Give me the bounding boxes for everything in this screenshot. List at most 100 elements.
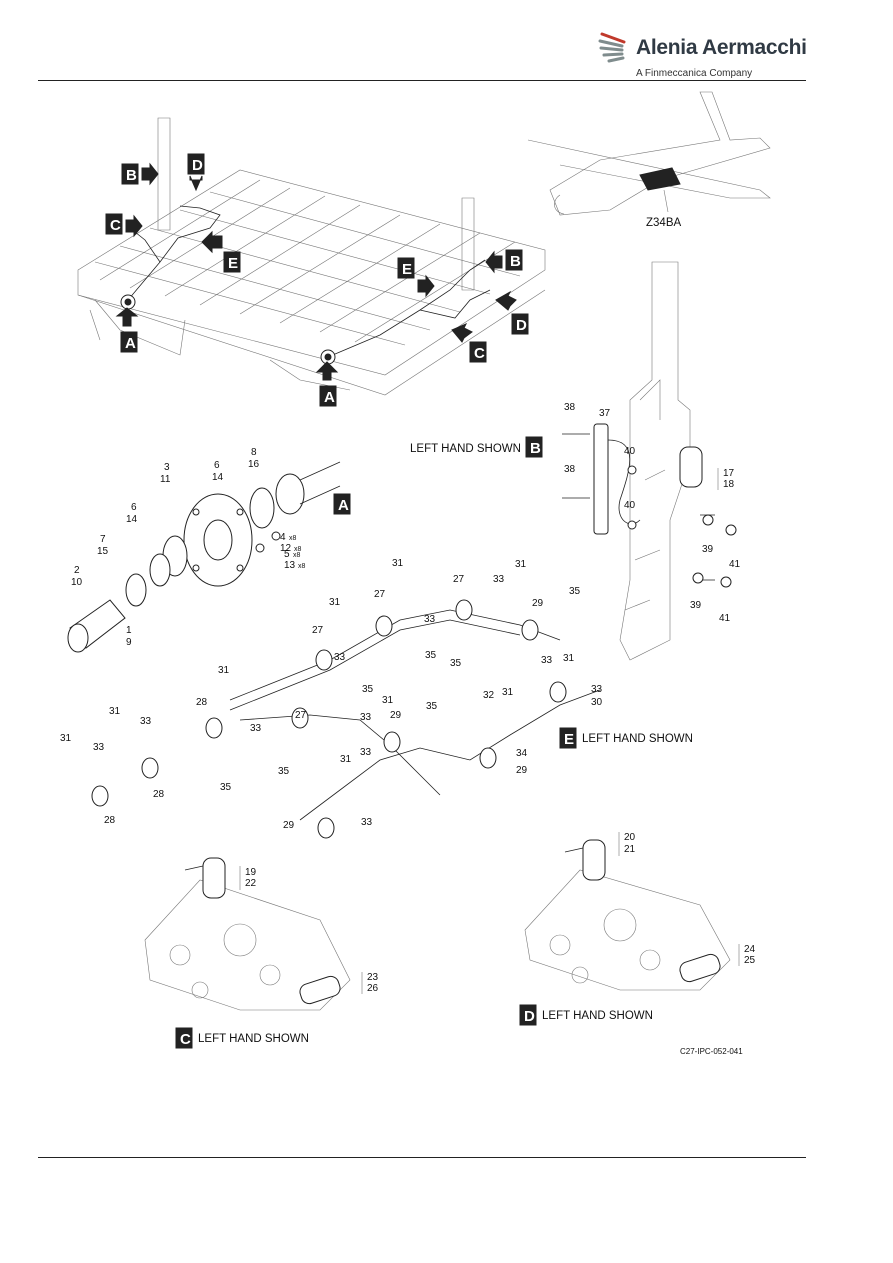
view-c-caption: LEFT HAND SHOWN	[198, 1033, 309, 1045]
item-number-label: 40	[624, 500, 636, 511]
item-number-label: 35	[220, 782, 232, 793]
item-number-label: 29	[283, 820, 295, 831]
figure-reference: C27-IPC-052-041	[680, 1047, 743, 1056]
item-number-label: 19	[245, 867, 257, 878]
item-number-label: 39	[702, 544, 714, 555]
item-number-label: 31	[109, 706, 121, 717]
item-number-label: 28	[104, 815, 116, 826]
item-number-label: 10	[71, 577, 83, 588]
detail-view-d-labels: 20 21 24 25 D LEFT HAND SHOWN	[519, 832, 756, 1026]
item-number-label: 34	[516, 748, 528, 759]
item-number-label: x8	[298, 563, 306, 570]
item-number-label: A	[338, 497, 349, 514]
item-number-label: 14	[126, 514, 138, 525]
detail-view-c-labels: 19 22 23 26 C LEFT HAND SHOWN	[175, 866, 379, 1049]
item-number-label: 11	[160, 474, 171, 485]
item-number-label: 31	[340, 754, 352, 765]
item-number-label: 41	[719, 613, 731, 624]
item-number-label: 6	[214, 460, 220, 471]
item-number-label: 33	[93, 742, 105, 753]
item-number-label: 17	[723, 468, 735, 479]
aircraft-locator-view: Z34BA	[527, 91, 771, 229]
view-d-caption: LEFT HAND SHOWN	[542, 1010, 653, 1022]
item-number-label: 35	[450, 658, 462, 669]
item-number-label: 33	[361, 817, 373, 828]
brand-logo: Alenia Aermacchi A Finmeccanica Company	[598, 26, 807, 82]
item-number-label: C	[180, 1031, 191, 1048]
item-number-label: 33	[360, 747, 372, 758]
item-number-label: E	[402, 261, 412, 278]
item-number-label: 33	[140, 716, 152, 727]
item-number-label: 28	[153, 789, 165, 800]
item-number-label: 8	[251, 447, 257, 458]
item-number-label: 35	[569, 586, 581, 597]
item-number-label: 35	[425, 650, 437, 661]
brand-tagline: A Finmeccanica Company	[636, 68, 753, 79]
item-number-label: 41	[729, 559, 741, 570]
callout-e: E	[228, 255, 238, 272]
item-number-label: 35	[362, 684, 374, 695]
item-number-label: 16	[248, 459, 260, 470]
detail-view-b	[562, 261, 737, 661]
item-number-label: D	[524, 1008, 535, 1025]
item-number-label: 31	[502, 687, 514, 698]
view-callouts-main: B D C E A E B D C A	[105, 153, 529, 407]
callout-a: A	[125, 335, 136, 352]
item-number-label: x8	[293, 552, 301, 559]
item-number-label: 31	[218, 665, 230, 676]
item-number-label: 1	[126, 625, 132, 636]
brand-name: Alenia Aermacchi	[636, 36, 807, 59]
item-number-label: 30	[591, 697, 603, 708]
item-number-label: 27	[295, 710, 307, 721]
item-number-label: E	[564, 731, 574, 748]
item-number-label: C	[474, 345, 485, 362]
footer-rule	[38, 1157, 806, 1158]
item-number-label: 27	[453, 574, 465, 585]
item-number-label: 24	[744, 944, 756, 955]
view-e-caption: LEFT HAND SHOWN	[582, 733, 693, 745]
zone-label: Z34BA	[646, 217, 681, 229]
item-number-label: 29	[390, 710, 402, 721]
item-number-label: 29	[532, 598, 544, 609]
item-number-label: 25	[744, 955, 756, 966]
item-number-label: 31	[515, 559, 527, 570]
callout-b: B	[126, 167, 137, 184]
item-number-label: x8	[289, 535, 297, 542]
item-number-label: 33	[334, 652, 346, 663]
item-number-label: 35	[426, 701, 438, 712]
item-number-label: 20	[624, 832, 636, 843]
item-number-label: 27	[374, 589, 386, 600]
item-number-label: 4	[280, 532, 286, 543]
item-number-label: 13	[284, 560, 296, 571]
item-number-label: 37	[599, 408, 611, 419]
detail-view-b-labels: B LEFT HAND SHOWN 38 37 38 40 40 17 18 3…	[410, 402, 741, 624]
item-number-label: 26	[367, 983, 379, 994]
brand-emblem-icon	[598, 32, 626, 63]
item-number-label: 5	[284, 549, 290, 560]
callout-c: C	[110, 217, 121, 234]
item-number-label: B	[530, 440, 541, 457]
item-number-label: 6	[131, 502, 137, 513]
item-number-label: 33	[493, 574, 505, 585]
item-number-label: 31	[329, 597, 341, 608]
view-b-caption: LEFT HAND SHOWN	[410, 443, 521, 455]
callout-d: D	[192, 157, 203, 174]
item-number-label: 12	[280, 543, 292, 554]
item-number-label: 33	[541, 655, 553, 666]
item-number-label: 33	[424, 614, 436, 625]
item-number-label: 22	[245, 878, 257, 889]
item-number-label: 23	[367, 972, 379, 983]
item-number-label: 31	[392, 558, 404, 569]
item-number-label: 28	[196, 697, 208, 708]
item-number-label: 33	[591, 684, 603, 695]
item-number-label: 15	[97, 546, 109, 557]
item-number-label: 7	[100, 534, 106, 545]
item-number-label: 40	[624, 446, 636, 457]
item-number-label: 31	[563, 653, 575, 664]
item-number-label: 29	[516, 765, 528, 776]
item-number-label: 18	[723, 479, 735, 490]
item-number-label: 33	[250, 723, 262, 734]
item-number-label: 31	[382, 695, 394, 706]
item-number-label: B	[510, 253, 521, 270]
